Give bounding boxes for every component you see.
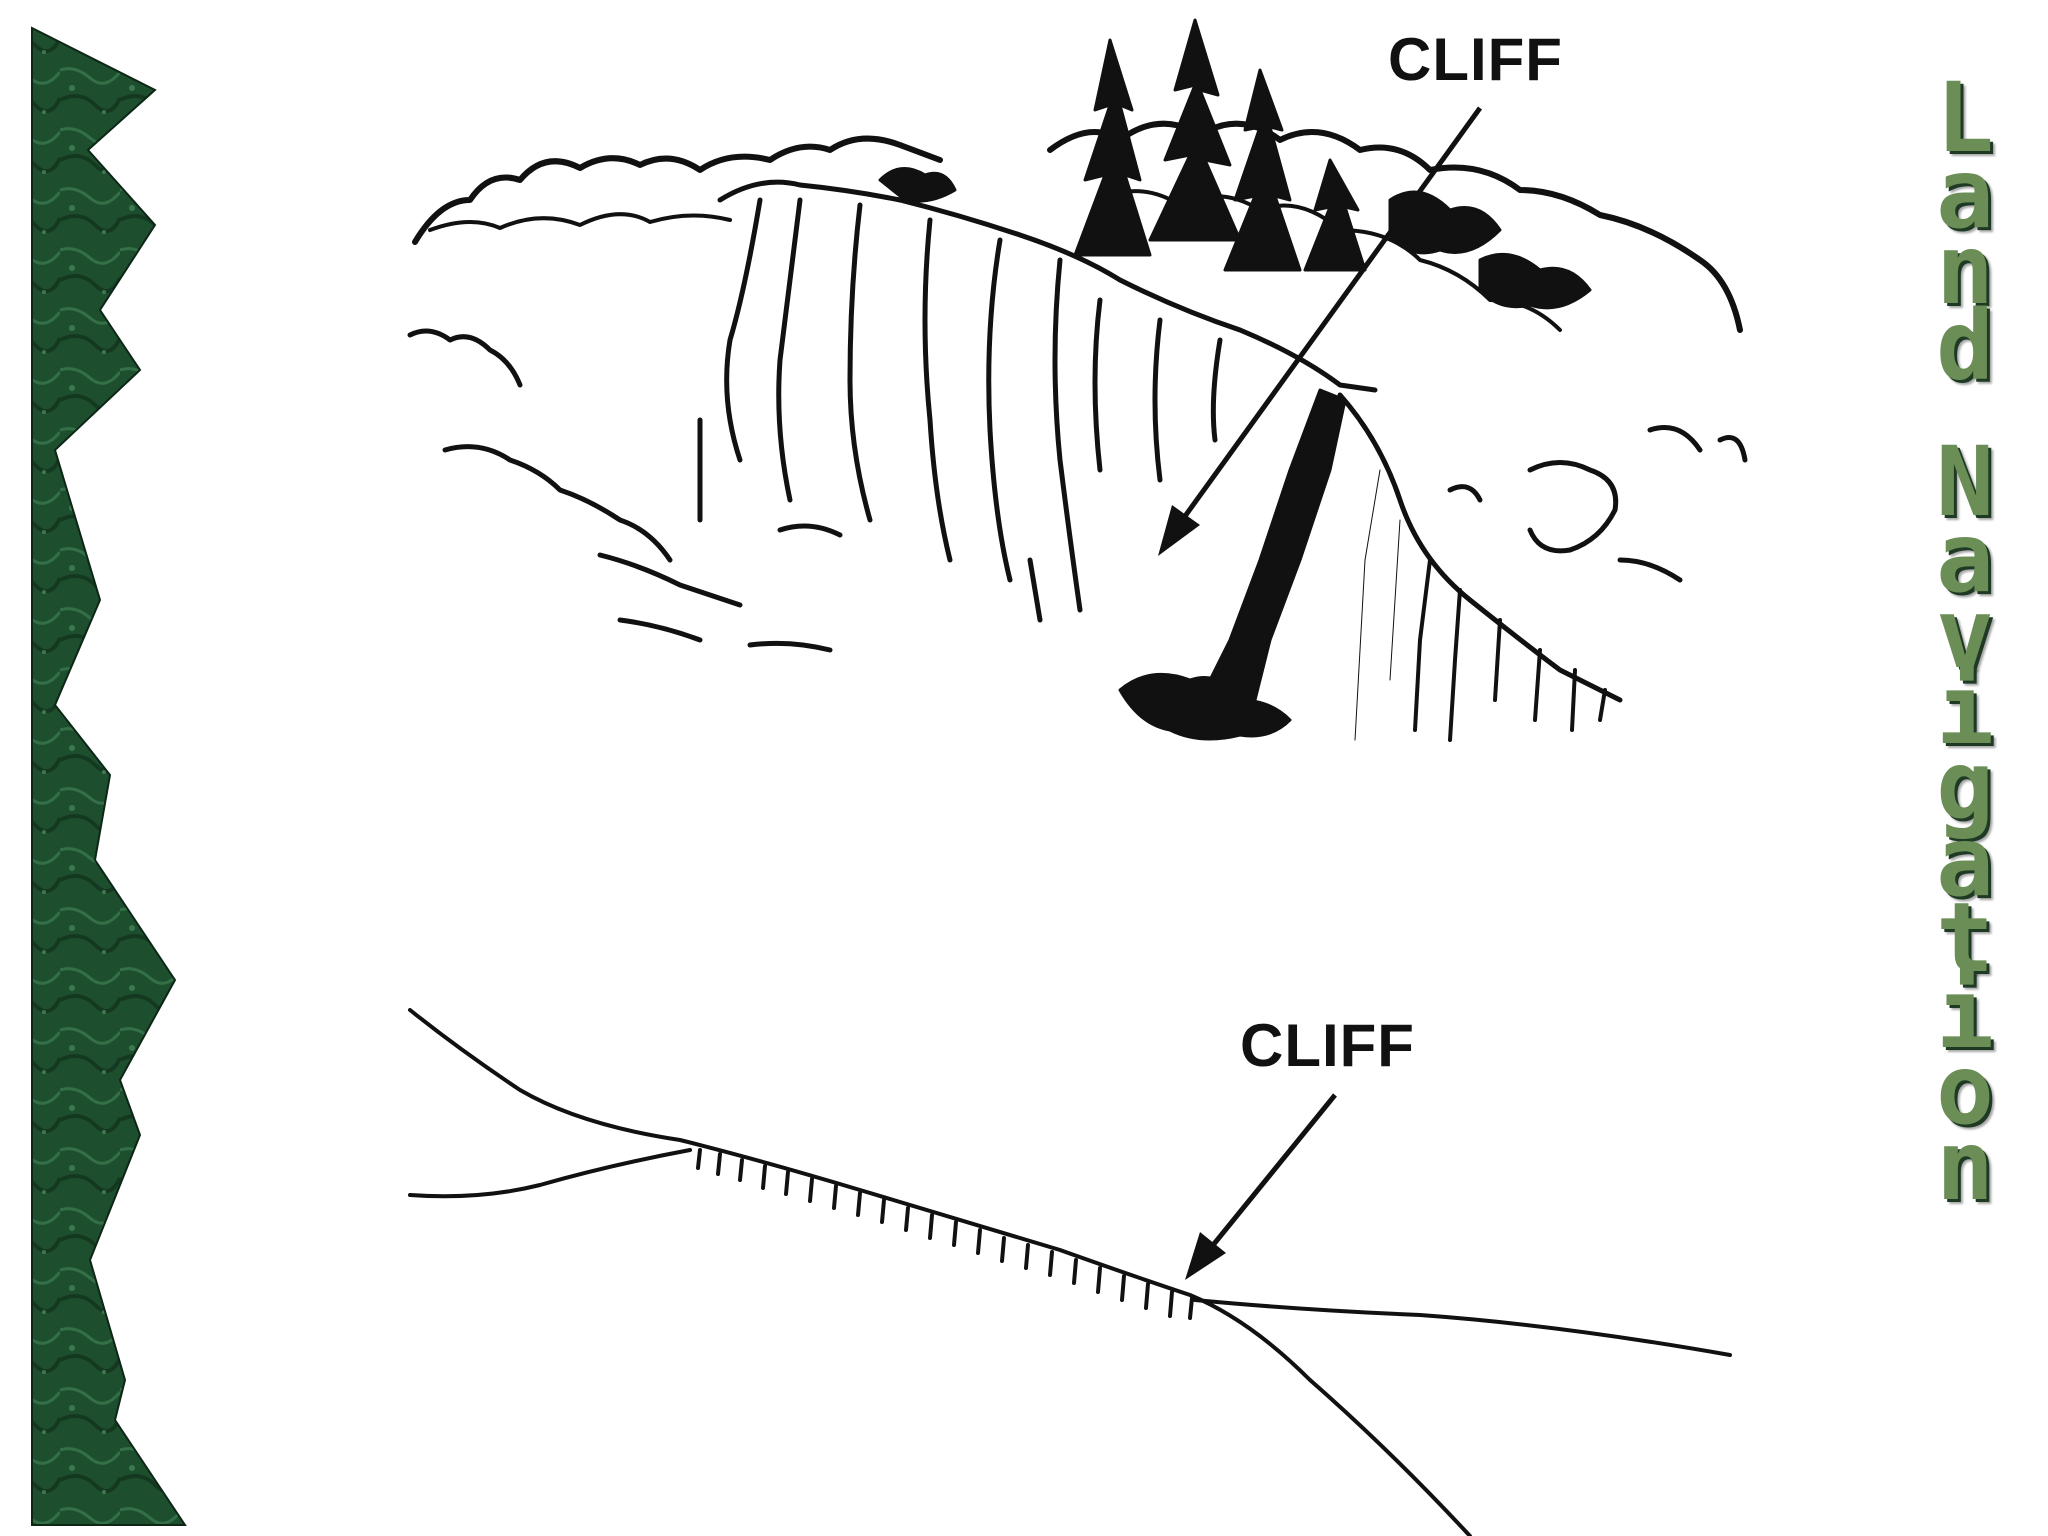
title-letter: n [1936, 214, 1994, 326]
cliff-illustration [407, 18, 1748, 742]
contour-line-lower [408, 1148, 692, 1199]
title-letter: g [1936, 730, 1994, 842]
top-callout-arrow [1158, 106, 1483, 556]
title-letter: a [1936, 502, 1994, 614]
title-letter: N [1936, 426, 1994, 538]
title-letter: i [1936, 958, 1994, 1070]
title-letter: a [1936, 806, 1994, 918]
cliff-map-symbol-label: CLIFF [1240, 1012, 1415, 1079]
right-foliage [1447, 425, 1748, 583]
cliff-face-hatching [697, 197, 1223, 623]
border-shape [31, 26, 187, 1526]
cliff-right-wall [1198, 388, 1623, 742]
left-ground [407, 328, 843, 653]
title-letter: a [1936, 138, 1994, 250]
cliff-tick-marks [696, 1148, 1194, 1320]
title-letter: d [1936, 290, 1994, 402]
title-letter: v [1936, 578, 1994, 690]
cliff-top-edge [717, 179, 1378, 393]
title-letter: o [1936, 1034, 1994, 1146]
title-letter: i [1936, 654, 1994, 766]
contour-line-upper [408, 1008, 1472, 1536]
cliff-map-symbol [408, 1008, 1732, 1536]
title-letter: L [1936, 62, 1994, 174]
decorative-zigzag-border [31, 26, 187, 1526]
cliff-illustration-label: CLIFF [1388, 26, 1563, 93]
base-shrubs [1118, 672, 1292, 741]
contour-line-right [1193, 1298, 1732, 1357]
bottom-callout-arrow [1185, 1093, 1337, 1280]
tree-line [412, 18, 1743, 333]
title-letter: n [1936, 1110, 1994, 1222]
title-letter: t [1936, 882, 1994, 994]
